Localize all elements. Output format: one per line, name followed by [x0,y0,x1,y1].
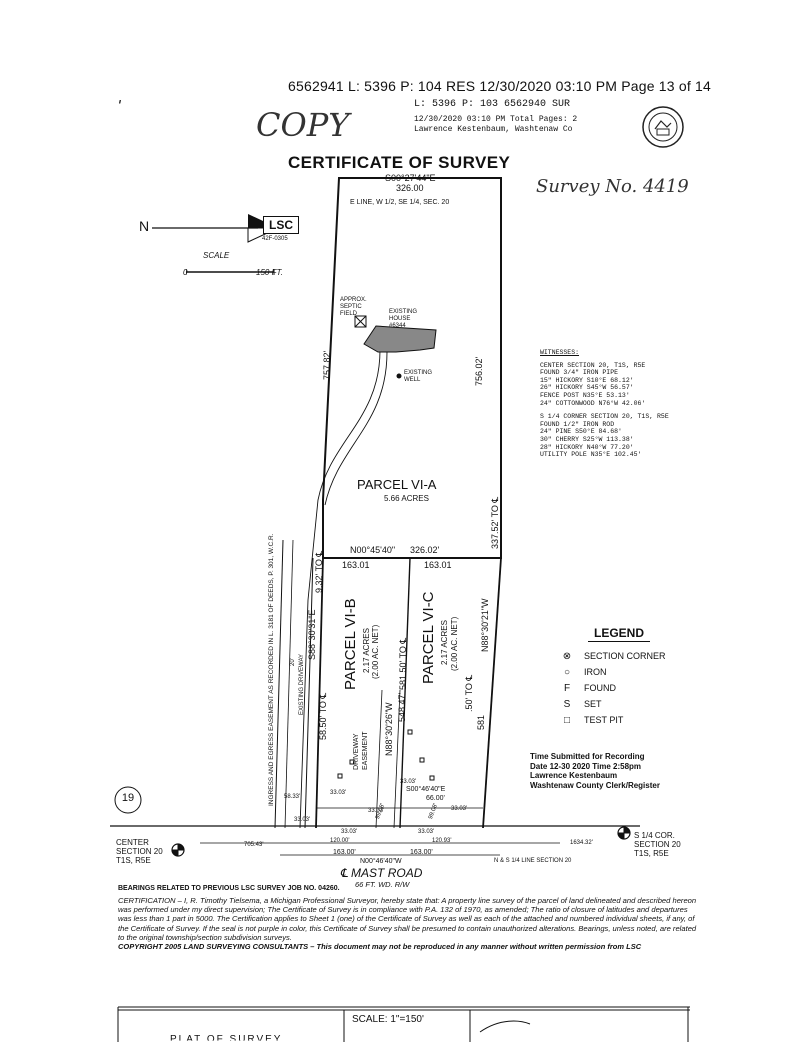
small-dim-2: 33.03' [400,779,417,785]
parcel-vb-net: (2.00 AC. NET) [371,624,380,679]
bottom-sub-1: 120.00' [330,838,350,844]
lsc-number: 42F-0305 [262,236,288,242]
test-pit-icon: □ [563,714,571,726]
parcel-vc-acres: 2.17 ACRES [440,620,449,665]
recording-header-line3: 12/30/2020 03:10 PM Total Pages: 2 [414,115,578,124]
drive-width: 20' [290,658,296,666]
road-width: 66 FT. WD. R/W [355,880,410,889]
parcel-va-acres: 5.66 ACRES [384,494,429,503]
small-dim-3: 33.03' [294,817,311,823]
parcel-va-name: PARCEL VI-A [357,477,437,492]
lsc-logo: LSC [263,216,299,234]
left-tie: 9.32' TO ℄ [314,550,324,593]
parcel-vc-net: (2.00 AC. NET) [450,616,459,671]
bottom-sub-4: 120.93' [432,838,452,844]
road-name: ℄ MAST ROAD [340,866,423,880]
pencil-mark-icon: ˌ [118,90,122,106]
bottom-sub-3: 163.00' [410,849,433,856]
right-lower2: 581 [476,714,486,730]
small-dim-1: 33.03' [330,790,347,796]
driveway-easement: DRIVEWAY EASEMENT [353,731,369,770]
north-label: N [139,218,150,234]
certification-text: CERTIFICATION – I, R. Timothy Tielsema, … [118,896,697,942]
small-dim-5: 33.03' [368,808,385,814]
drive-label: EXISTING DRIVEWAY [299,653,305,715]
center-line-2: 548.47' [397,692,407,722]
witnesses-block: WITNESSES: CENTER SECTION 20, T1S, R5E F… [540,349,669,459]
legend-item-iron: ○IRON [560,664,666,680]
survey-number: Survey No. 4419 [536,176,689,197]
small-dim-7: 99.08' [428,802,440,821]
bearings-note: BEARINGS RELATED TO PREVIOUS LSC SURVEY … [118,885,340,892]
legend-item-section-corner: ⊗SECTION CORNER [560,648,666,664]
small-dim-6: 99.08' [375,802,387,821]
footer-partial-title: PLAT OF SURVEY [170,1034,283,1045]
legend-item-test-pit: □TEST PIT [560,712,666,728]
right-tie: 337.52' TO ℄ [490,496,500,549]
top-line-label: E LINE, W 1/2, SE 1/4, SEC. 20 [350,199,450,206]
parcel-vc-name: PARCEL VI-C [420,591,437,684]
top-distance: 326.00 [396,183,424,193]
found-icon: F [563,682,571,694]
small-dim-4: 33.03' [451,806,468,812]
right-distance: 756.02' [474,356,484,386]
top-bearing: S00°27'44"E [385,173,436,183]
left-bearing: S88°30'31"E [307,609,317,660]
circle-number: 19 [121,792,135,804]
parcel-vb-name: PARCEL VI-B [342,598,359,690]
county-seal-icon [641,105,685,149]
small-bearing: S00°46'40"E [406,786,446,793]
center-bearing: N88°30'26"W [384,702,394,756]
scale-end: 150 FT. [256,268,283,277]
easement-note: INGRESS AND EGRESS EASEMENT AS RECORDED … [268,533,275,806]
bottom-sub-6: 33.03' [418,829,435,835]
mid-distance: 326.02' [410,545,440,555]
parcel-vb-acres: 2.17 ACRES [362,628,371,673]
document-title: CERTIFICATE OF SURVEY [288,153,511,172]
mid-sub2: 163.01 [424,560,452,570]
left-distance: 757.82' [322,350,332,380]
bottom-bearing: N00°46'40"W [360,858,402,865]
far-left-dist: 705.43' [244,842,264,848]
mid-sub1: 163.01 [342,560,370,570]
scale-start: 0 [183,268,188,277]
mid-bearing: N00°45'40" [350,545,396,555]
recording-header-line4: Lawrence Kestenbaum, Washtenaw Co [414,125,573,134]
small-dist: 66.00' [426,795,445,802]
copy-stamp: COPY [256,106,350,144]
right-bearing: N88°30'21"W [480,598,490,652]
left-bottom: 58.50' TO ℄ [318,692,328,740]
legend-title: LEGEND [588,626,651,642]
far-right-dist: 1634.32' [570,840,593,846]
recording-header-line2: L: 5396 P: 103 6562940 SUR [414,99,571,110]
ns-line-label: N & S 1/4 LINE SECTION 20 [494,858,572,864]
scale-bar-icon [185,262,276,275]
bottom-sub-2: 163.00' [333,849,356,856]
copyright-line: COPYRIGHT 2005 LAND SURVEYING CONSULTANT… [118,942,642,951]
iron-icon: ○ [563,666,571,678]
right-lower: .50' TO ℄ [464,674,474,712]
footer-scale: SCALE: 1"=150' [352,1014,424,1025]
scale-label: SCALE [203,251,230,260]
bottom-sub-5: 33.03' [341,829,358,835]
center-line-1: 581.50' TO ℄ [398,637,408,690]
recording-stamp: Time Submitted for Recording Date 12-30 … [530,752,660,790]
set-icon: S [563,698,571,710]
recording-header-line1: 6562941 L: 5396 P: 104 RES 12/30/2020 03… [288,78,711,94]
left-corner-dist: 58.33' [284,794,301,800]
section-corner-icon: ⊗ [562,650,572,662]
